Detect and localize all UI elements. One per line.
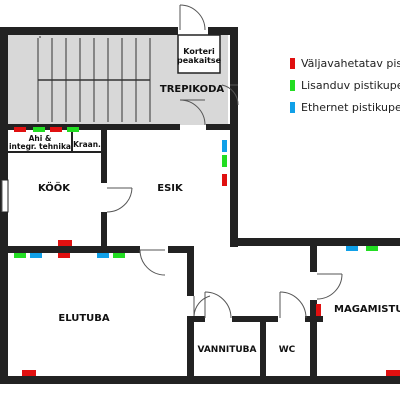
room-label-wc: WC [279, 345, 296, 355]
legend-swatch-new [290, 80, 295, 91]
legend-label-new: Lisanduv pistikupesa [301, 79, 400, 92]
room-label-panel-1: Korteri [183, 47, 215, 56]
room-label-hood: Kraan. [73, 140, 101, 149]
room-label-oven-1: Ahi & [29, 134, 52, 143]
legend-label-ethernet: Ethernet pistikupesa [301, 101, 400, 114]
room-label-bath: VANNITUBA [197, 345, 256, 355]
legend: Väljavahetatav pisti Lisanduv pistikupes… [290, 57, 400, 114]
room-label-panel-2: peakaitse [177, 56, 222, 65]
room-label-living: ELUTUBA [58, 313, 110, 324]
walls [0, 27, 400, 384]
outlets [14, 127, 400, 376]
room-label-bedroom: MAGAMISTU [334, 304, 400, 315]
room-label-stair: TREPIKODA [160, 84, 225, 95]
doors [1, 4, 343, 319]
legend-swatch-ethernet [290, 102, 295, 113]
legend-label-replace: Väljavahetatav pisti [301, 57, 400, 70]
legend-swatch-replace [290, 58, 295, 69]
room-label-oven-2: integr. tehnika [9, 142, 71, 151]
room-label-kitchen: KÖÖK [38, 180, 71, 194]
room-label-hall: ESIK [157, 183, 184, 194]
